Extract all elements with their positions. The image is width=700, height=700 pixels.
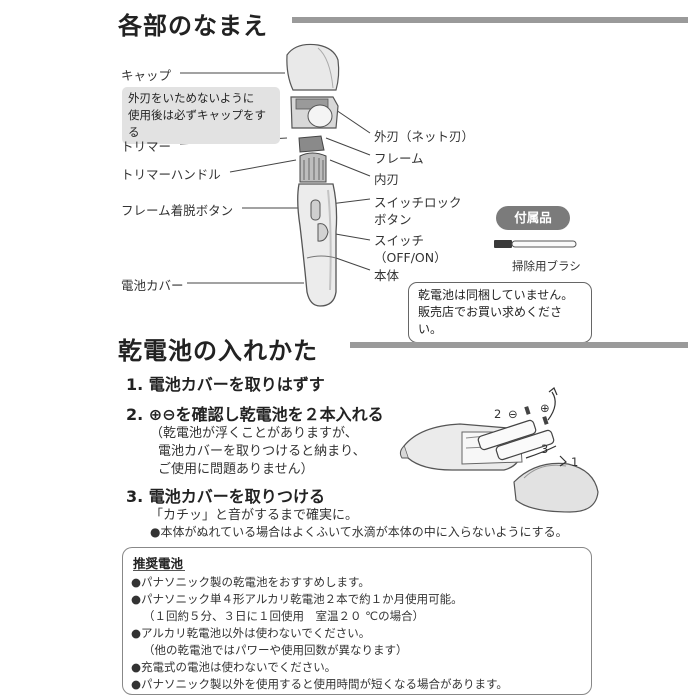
recommended-item-6: ●充電式の電池は使わないでください。 [131,660,337,674]
label-outer-blade: 外刃（ネット刃） [374,129,475,144]
label-body: 本体 [374,268,400,283]
recommended-battery-box [122,547,592,695]
label-trimmer: トリマー [121,139,172,154]
recommended-item-7: ●パナソニック製以外を使用すると使用時間が短くなる場合があります。 [131,677,508,691]
label-frame-release-button: フレーム着脱ボタン [121,203,234,218]
battery-title-rule [350,342,688,348]
recommended-title-underline [133,570,185,571]
step3-bullet: ●本体がぬれている場合はよくふいて水滴が本体の中に入らないようにする。 [150,525,568,539]
label-cap: キャップ [121,68,172,83]
label-switch-line1: スイッチ [374,233,425,248]
parts-section-title: 各部のなまえ [118,12,268,40]
label-switch-line2: （OFF/ON） [374,250,447,265]
figure-num-1: 1 [571,455,579,469]
step2-note-line2: 電池カバーを取りつけると納まり、 [158,444,366,459]
step2-note-line3: ご使用に問題ありません） [158,462,314,477]
label-inner-blade: 内刃 [374,172,400,187]
cap-warning-line2: 使用後は必ずキャップをする [128,108,266,139]
recommended-item-3: （１回約５分、３日に１回使用 室温２０ ℃の場合） [143,609,425,623]
battery-notice-line2: 販売店でお買い求めください。 [418,305,563,336]
step2-text: 2. ⊕⊖を確認し乾電池を２本入れる [126,405,384,424]
figure-plus-mark: ⊕ [540,401,550,415]
label-trimmer-handle: トリマーハンドル [121,167,221,182]
step2-note-line1: （乾電池が浮くことがありますが、 [150,426,358,441]
recommended-item-1: ●パナソニック製の乾電池をおすすめします。 [131,575,370,589]
recommended-item-4: ●アルカリ乾電池以外は使わないでください。 [131,626,371,640]
step3-note: 「カチッ」と音がするまで確実に。 [150,508,359,523]
step1-text: 1. 電池カバーを取りはずす [126,375,325,394]
recommended-title: 推奨電池 [133,556,184,571]
battery-notice-box: 乾電池は同梱していません。 販売店でお買い求めください。 [408,282,592,343]
label-frame: フレーム [374,151,424,166]
parts-title-rule [292,17,688,23]
figure-num-3: 3 [541,442,549,456]
label-switch-lock-line1: スイッチロック [374,195,462,210]
recommended-item-5: （他の乾電池ではパワーや使用回数が異なります） [143,643,408,657]
figure-num-2: 2 [494,407,502,421]
recommended-item-2: ●パナソニック単４形アルカリ乾電池２本で約１か月使用可能。 [131,592,463,606]
label-switch-lock-line2: ボタン [374,212,412,227]
step3-text: 3. 電池カバーを取りつける [126,487,325,506]
cap-warning-line1: 外刃をいためないように [128,91,255,105]
accessory-item-label: 掃除用ブラシ [512,259,581,273]
battery-section-title: 乾電池の入れかた [118,337,318,365]
label-battery-cover: 電池カバー [121,278,184,293]
figure-minus-mark: ⊖ [508,407,518,421]
battery-notice-line1: 乾電池は同梱していません。 [418,288,574,302]
accessory-badge: 付属品 [496,206,570,230]
cap-warning-box: 外刃をいためないように 使用後は必ずキャップをする [122,87,280,144]
